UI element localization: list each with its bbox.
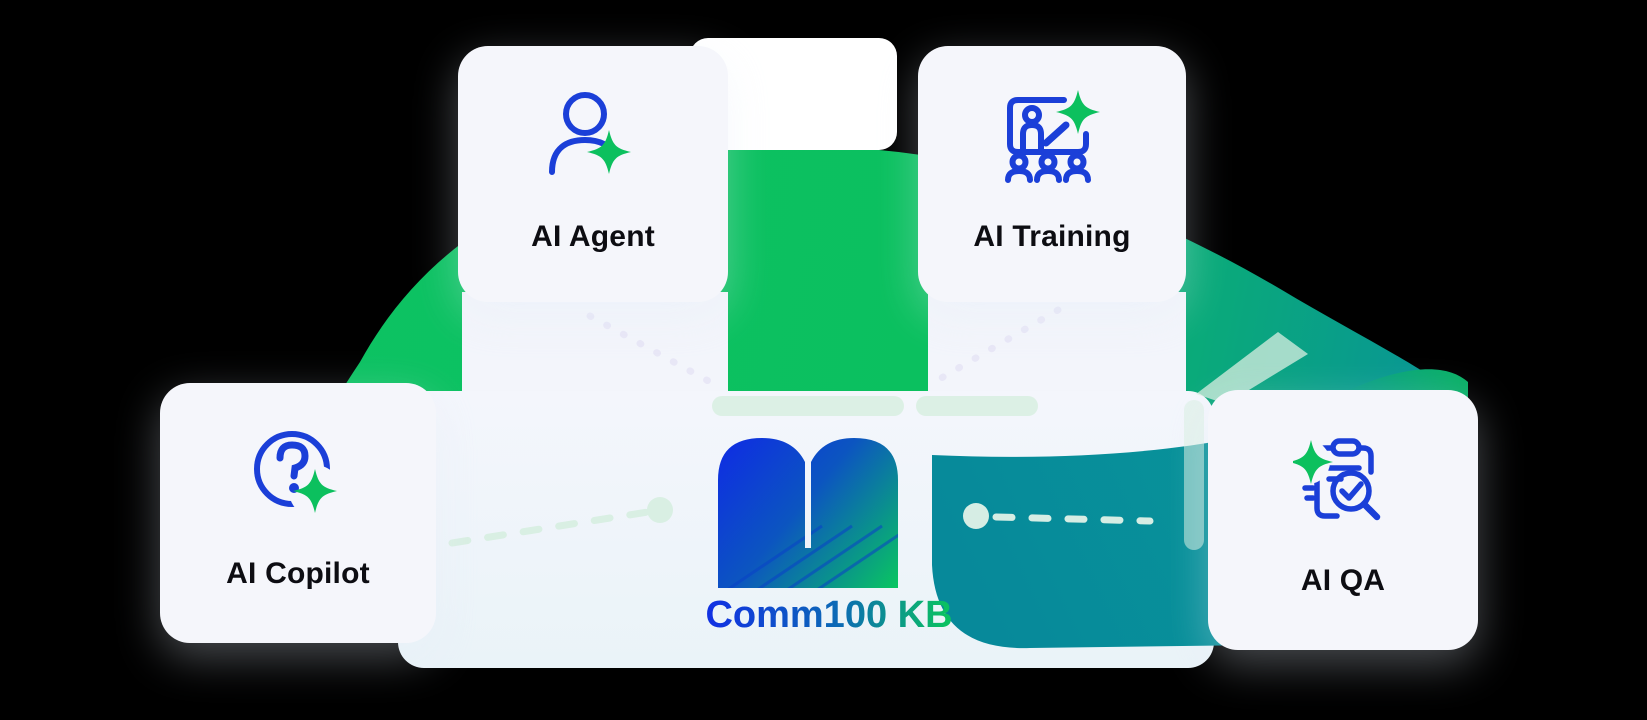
glow-under-agent <box>462 292 728 400</box>
card-label: AI Agent <box>531 220 655 253</box>
brand-wordmark: Comm100 KB <box>705 594 952 636</box>
sparkle-glyph <box>293 469 337 513</box>
open-book-logo <box>718 438 898 588</box>
training-presentation-sparkle-icon <box>1005 90 1100 183</box>
card-ai-qa: AI QA <box>1208 390 1478 650</box>
mint-wedge-training <box>1196 332 1308 404</box>
agent-person-sparkle-icon <box>549 92 631 175</box>
mint-strip-qa <box>1184 400 1204 550</box>
brand-wordmark-wrap: Comm100 KB <box>698 590 960 640</box>
sparkle-glyph <box>1293 440 1333 484</box>
card-ai-agent: AI Agent <box>458 46 728 302</box>
connector-copilot-to-logo <box>448 497 673 547</box>
card-ai-copilot: AI Copilot <box>160 383 436 643</box>
connector-logo-to-qa <box>963 503 1154 529</box>
card-label: AI Training <box>973 220 1131 253</box>
sparkle-glyph <box>1056 90 1100 134</box>
connector-training-to-logo <box>934 306 1062 384</box>
top-white-shape <box>690 38 897 150</box>
mint-bar-right <box>916 396 1038 416</box>
mint-bar-left <box>712 396 904 416</box>
question-circle-sparkle-icon <box>254 431 341 517</box>
sparkle-glyph <box>587 130 631 174</box>
card-label: AI Copilot <box>226 557 370 590</box>
clipboard-magnifier-sparkle-icon <box>1293 438 1381 521</box>
brand-logo <box>710 430 906 592</box>
card-ai-training: AI Training <box>918 46 1186 302</box>
wordmark-text: Comm100 KB <box>705 594 952 636</box>
card-label: AI QA <box>1300 564 1386 597</box>
connector-agent-to-logo <box>586 312 716 387</box>
